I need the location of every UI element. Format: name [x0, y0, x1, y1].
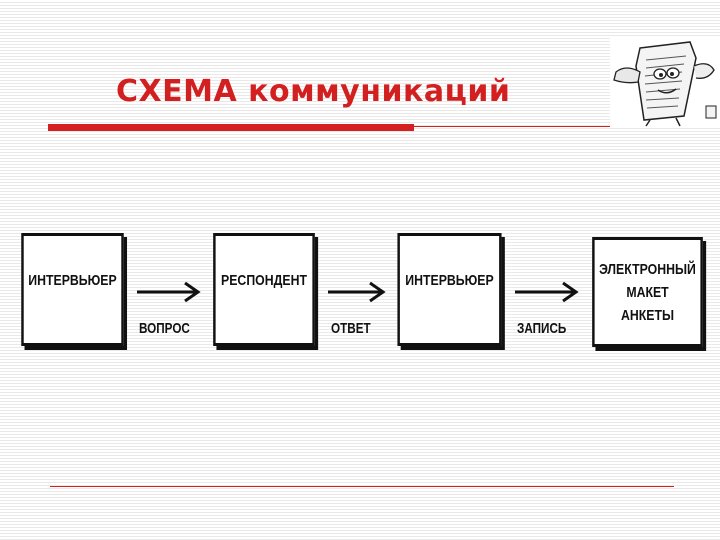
node-label-line-2: МАКЕТ [595, 281, 701, 304]
title-underline-thick [48, 124, 414, 131]
node-label-line-1: ЭЛЕКТРОННЫЙ [595, 258, 701, 281]
footer-divider [50, 486, 674, 487]
arrow-interviewer-to-form [515, 280, 581, 304]
arrow-respondent-to-interviewer [328, 280, 388, 304]
newspaper-character-icon [610, 36, 720, 128]
edge-label-answer: ОТВЕТ [331, 320, 371, 337]
node-respondent: РЕСПОНДЕНТ [213, 233, 315, 346]
node-electronic-form: ЭЛЕКТРОННЫЙ МАКЕТ АНКЕТЫ [592, 237, 703, 347]
node-label: ИНТЕРВЬЮЕР [24, 269, 122, 292]
node-interviewer-1: ИНТЕРВЬЮЕР [21, 233, 124, 346]
edge-label-record: ЗАПИСЬ [517, 320, 566, 337]
arrow-interviewer-to-respondent [137, 280, 203, 304]
node-label-line-3: АНКЕТЫ [595, 304, 701, 327]
node-label: РЕСПОНДЕНТ [216, 269, 313, 292]
node-label: ИНТЕРВЬЮЕР [400, 269, 499, 292]
node-interviewer-2: ИНТЕРВЬЮЕР [397, 233, 501, 346]
edge-label-question: ВОПРОС [139, 320, 190, 337]
slide-title: СХЕМА коммуникаций [116, 74, 510, 109]
